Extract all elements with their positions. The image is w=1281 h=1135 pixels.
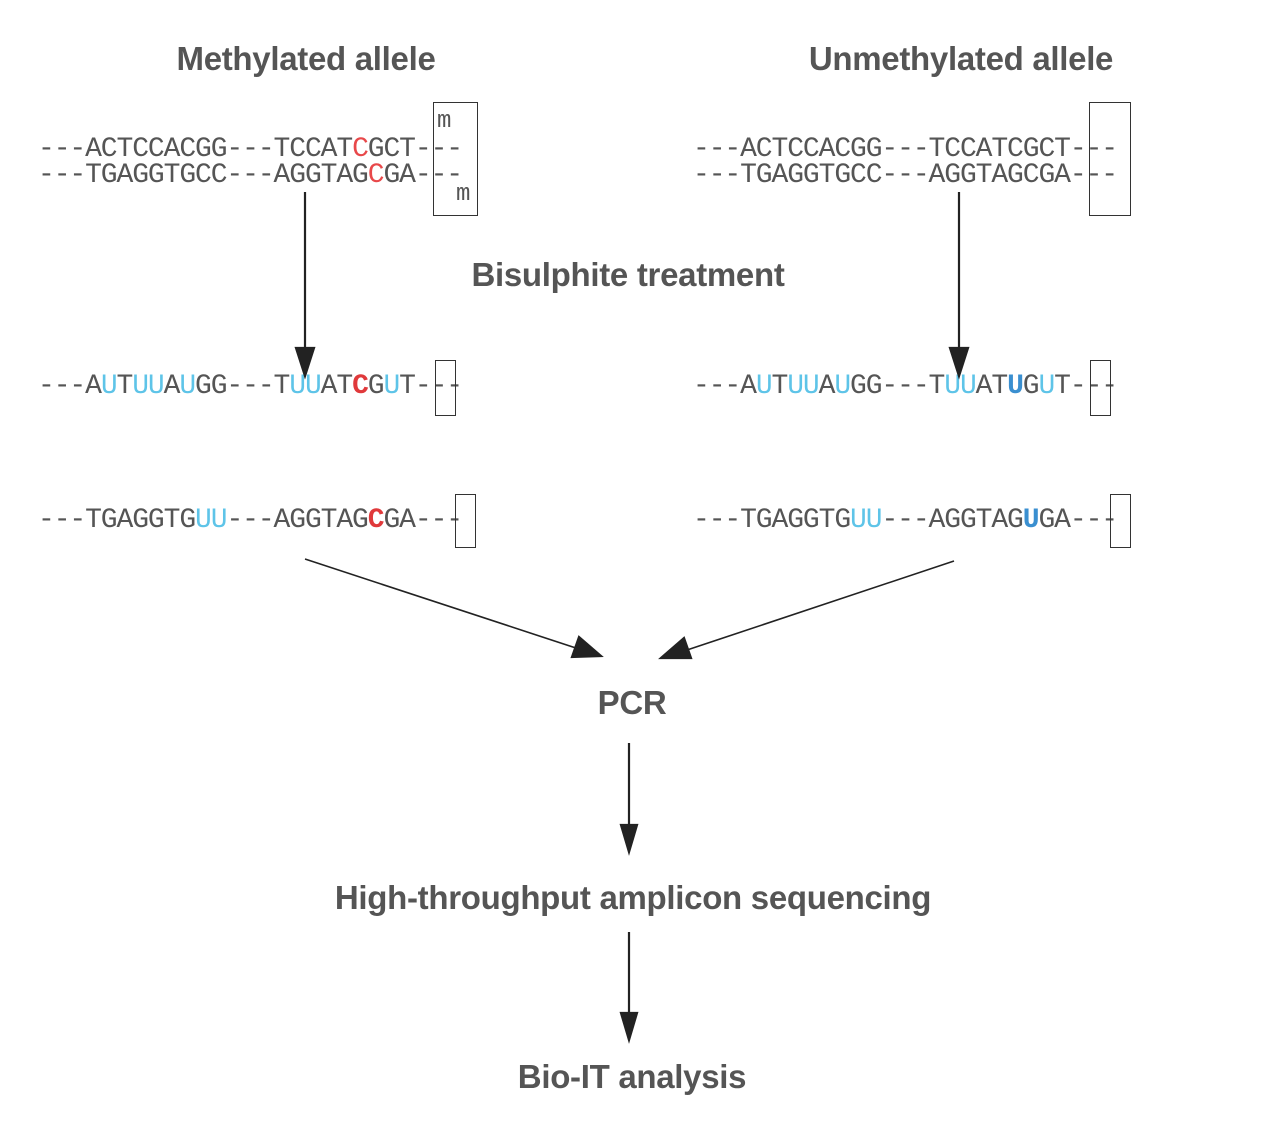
nucleotide: U (289, 371, 306, 402)
methylation-mark-top: m (437, 108, 452, 135)
nucleotide: C (352, 371, 369, 402)
nucleotide: U (147, 371, 165, 402)
nucleotide: U (850, 505, 867, 536)
nucleotide: U (834, 371, 851, 402)
cpg-site-box (1090, 360, 1111, 416)
arrowhead (619, 823, 639, 856)
cpg-site-box (435, 360, 456, 416)
bisulphite-treatment-label: Bisulphite treatment (471, 256, 785, 293)
cpg-site-box (433, 102, 478, 216)
nucleotide: C (352, 134, 369, 165)
nucleotide: U (959, 371, 977, 402)
methylated-allele-title: Methylated allele (176, 40, 436, 77)
sequencing-label: High-throughput amplicon sequencing (334, 879, 932, 916)
nucleotide: U (802, 371, 820, 402)
nucleotide: C (367, 505, 385, 536)
nucleotide: U (865, 505, 883, 536)
nucleotide: U (1038, 371, 1055, 402)
nucleotide: U (304, 371, 322, 402)
arrowhead (294, 346, 316, 380)
nucleotide: U (195, 505, 212, 536)
cpg-site-box (455, 494, 476, 548)
arrow-unmethylated-to-pcr (677, 560, 955, 654)
unmethylated-bottom-strand: ---TGAGGTGCC---AGGTAGCGA--- (693, 160, 1118, 191)
nucleotide: U (100, 371, 118, 402)
nucleotide: U (132, 371, 149, 402)
cpg-site-box (1089, 102, 1131, 216)
methylated-converted-top: ---AUTUUAUGG---TUUATCGUT--- (38, 371, 463, 402)
arrowhead (619, 1011, 639, 1044)
unmethylated-converted-top: ---AUTUUAUGG---TUUATUGUT--- (693, 371, 1118, 402)
unmethylated-allele-title: Unmethylated allele (808, 40, 1114, 77)
nucleotide: U (383, 371, 400, 402)
arrowhead (570, 635, 604, 659)
nucleotide: U (1022, 505, 1040, 536)
cpg-site-box (1110, 494, 1131, 548)
analysis-label: Bio-IT analysis (517, 1058, 747, 1095)
arrowhead (948, 346, 970, 380)
pcr-label: PCR (597, 684, 667, 721)
methylated-converted-bottom: ---TGAGGTGUU---AGGTAGCGA--- (38, 505, 463, 536)
arrow-methylated-to-pcr (304, 558, 586, 652)
nucleotide: U (755, 371, 773, 402)
nucleotide: U (1007, 371, 1024, 402)
methylated-bottom-strand: ---TGAGGTGCC---AGGTAGCGA--- (38, 160, 463, 191)
unmethylated-converted-bottom: ---TGAGGTGUU---AGGTAGUGA--- (693, 505, 1118, 536)
nucleotide: U (210, 505, 228, 536)
methylated-top-strand: ---ACTCCACGG---TCCATCGCT--- (38, 134, 463, 165)
unmethylated-top-strand: ---ACTCCACGG---TCCATCGCT--- (693, 134, 1118, 165)
nucleotide: U (944, 371, 961, 402)
arrowhead (658, 636, 693, 660)
methylation-mark-bottom: m (456, 181, 471, 208)
nucleotide: U (179, 371, 196, 402)
nucleotide: C (367, 160, 385, 191)
nucleotide: U (787, 371, 804, 402)
